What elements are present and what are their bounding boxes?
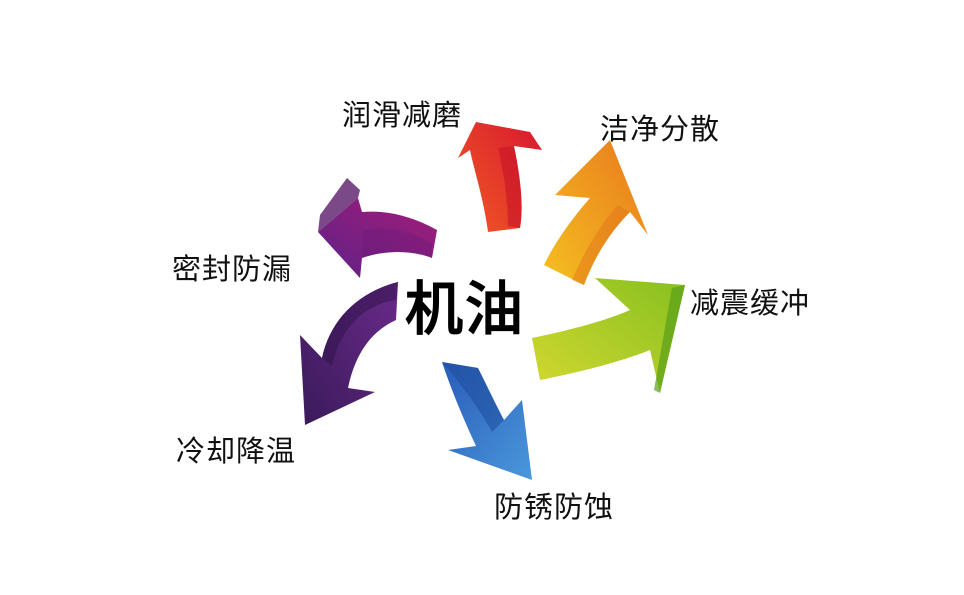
label-sealing: 密封防漏 [172, 252, 293, 286]
label-cleaning: 洁净分散 [600, 112, 721, 146]
arrow-cooling [300, 282, 398, 425]
arrow-cleaning [544, 140, 648, 285]
label-cooling: 冷却降温 [176, 434, 297, 468]
label-damping: 减震缓冲 [690, 286, 811, 320]
label-anticorrosion: 防锈防蚀 [494, 490, 615, 524]
arrow-sealing [318, 178, 437, 278]
arrow-anticorrosion [442, 362, 532, 480]
arrow-damping [532, 278, 685, 393]
center-label: 机油 [405, 275, 526, 343]
label-lubrication: 润滑减磨 [342, 98, 463, 132]
arrow-lubrication [458, 122, 542, 232]
